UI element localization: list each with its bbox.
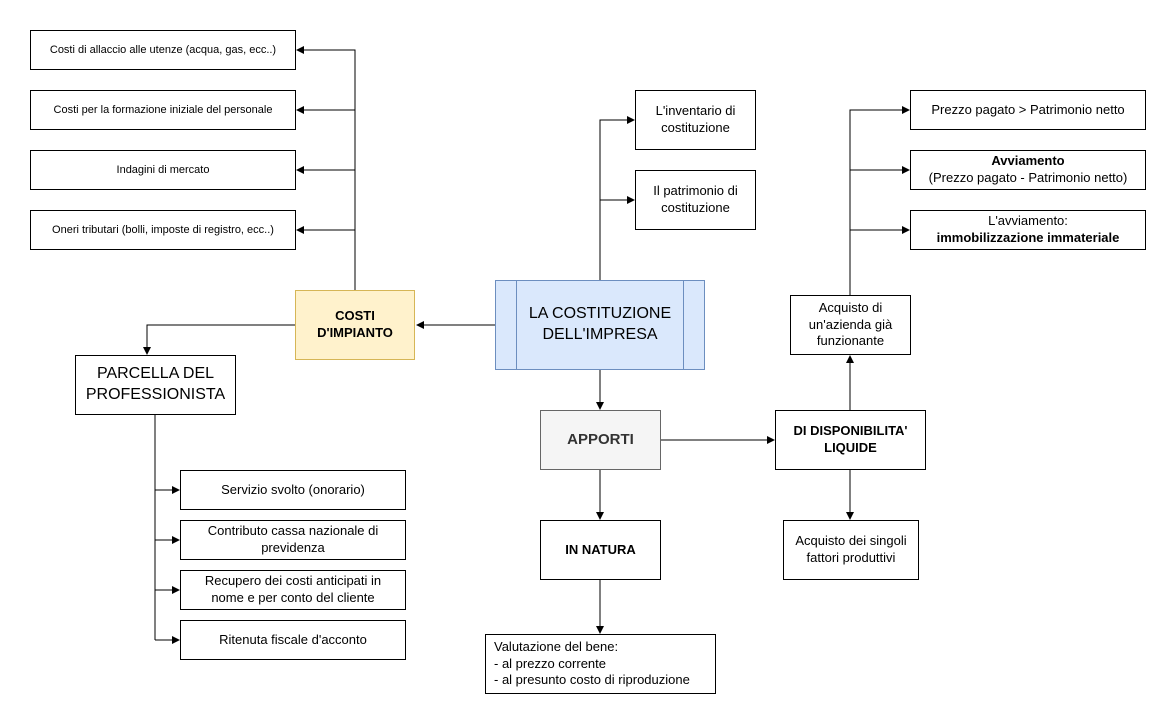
node-label: Servizio svolto (onorario) — [221, 481, 365, 497]
node-label: Contributo cassa nazionale di — [207, 523, 379, 539]
node-apporti: APPORTI — [540, 410, 661, 470]
node-label: Avviamento — [991, 153, 1065, 169]
node-label: un'azienda già — [808, 316, 893, 332]
node-label: APPORTI — [567, 431, 634, 449]
edge-costi-impianto-parcella — [143, 324, 295, 355]
node-label: (Prezzo pagato - Patrimonio netto) — [928, 170, 1128, 185]
node-label: funzionante — [816, 333, 885, 349]
node-costi-formazione: Costi per la formazione iniziale del per… — [30, 90, 296, 130]
node-label: - al presunto costo di riproduzione — [494, 672, 690, 688]
node-label: D'IMPIANTO — [317, 325, 393, 340]
node-costi-allaccio: Costi di allaccio alle utenze (acqua, ga… — [30, 30, 296, 70]
node-label: LIQUIDE — [824, 440, 877, 455]
node-label: IN NATURA — [565, 541, 636, 557]
node-oneri-tributari: Oneri tributari (bolli, imposte di regis… — [30, 210, 296, 250]
node-label: Costi di allaccio alle utenze (acqua, ga… — [49, 43, 277, 56]
node-in-natura: IN NATURA — [540, 520, 661, 580]
node-label: Indagini di mercato — [116, 163, 210, 176]
node-parcella-professionista: PARCELLA DEL PROFESSIONISTA — [75, 355, 236, 415]
node-label: Ritenuta fiscale d'acconto — [219, 631, 367, 647]
node-label: previdenza — [261, 540, 325, 555]
node-label: Acquisto di — [818, 299, 883, 315]
node-servizio-svolto: Servizio svolto (onorario) — [180, 470, 406, 510]
edge-costi-impianto-allaccio — [296, 46, 356, 290]
node-label: DI DISPONIBILITA' — [793, 423, 908, 439]
node-label: L'avviamento: — [988, 213, 1068, 229]
edge-acquisto-azienda-prezzo — [849, 106, 910, 295]
node-label: immobilizzazione immateriale — [936, 230, 1120, 245]
node-label: Costi per la formazione iniziale del per… — [53, 103, 273, 116]
node-avviamento-immobilizzazione: L'avviamento:immobilizzazione immaterial… — [910, 210, 1146, 250]
node-avviamento: Avviamento(Prezzo pagato - Patrimonio ne… — [910, 150, 1146, 190]
node-label: Oneri tributari (bolli, imposte di regis… — [52, 223, 274, 236]
node-label: nome e per conto del cliente — [211, 590, 375, 605]
node-label: Valutazione del bene: — [494, 638, 619, 654]
node-label: L'inventario di — [655, 103, 736, 119]
edge-costituzione-inventario — [599, 116, 635, 280]
node-label: costituzione — [661, 200, 730, 215]
node-label: Acquisto dei singoli — [795, 533, 907, 549]
node-label: Il patrimonio di — [653, 183, 738, 199]
node-label: Recupero dei costi anticipati in — [204, 573, 382, 589]
node-label: fattori produttivi — [806, 550, 896, 565]
node-disponibilita-liquide: DI DISPONIBILITA'LIQUIDE — [775, 410, 926, 470]
node-label: - al prezzo corrente — [494, 655, 606, 671]
node-ritenuta-fiscale: Ritenuta fiscale d'acconto — [180, 620, 406, 660]
node-valutazione-bene: Valutazione del bene:- al prezzo corrent… — [485, 634, 716, 694]
node-label: DELL'IMPRESA — [542, 326, 658, 343]
node-label: PARCELLA DEL — [96, 365, 215, 383]
node-costituzione-impresa: LA COSTITUZIONE DELL'IMPRESA — [495, 280, 705, 370]
node-prezzo-pagato: Prezzo pagato > Patrimonio netto — [910, 90, 1146, 130]
node-label: costituzione — [661, 120, 730, 135]
node-label: LA COSTITUZIONE — [528, 305, 672, 323]
edge-parcella-servizio — [154, 415, 179, 640]
node-label: COSTI — [335, 308, 375, 324]
node-label: PROFESSIONISTA — [85, 386, 226, 403]
node-indagini-mercato: Indagini di mercato — [30, 150, 296, 190]
node-label: Prezzo pagato > Patrimonio netto — [931, 101, 1125, 117]
